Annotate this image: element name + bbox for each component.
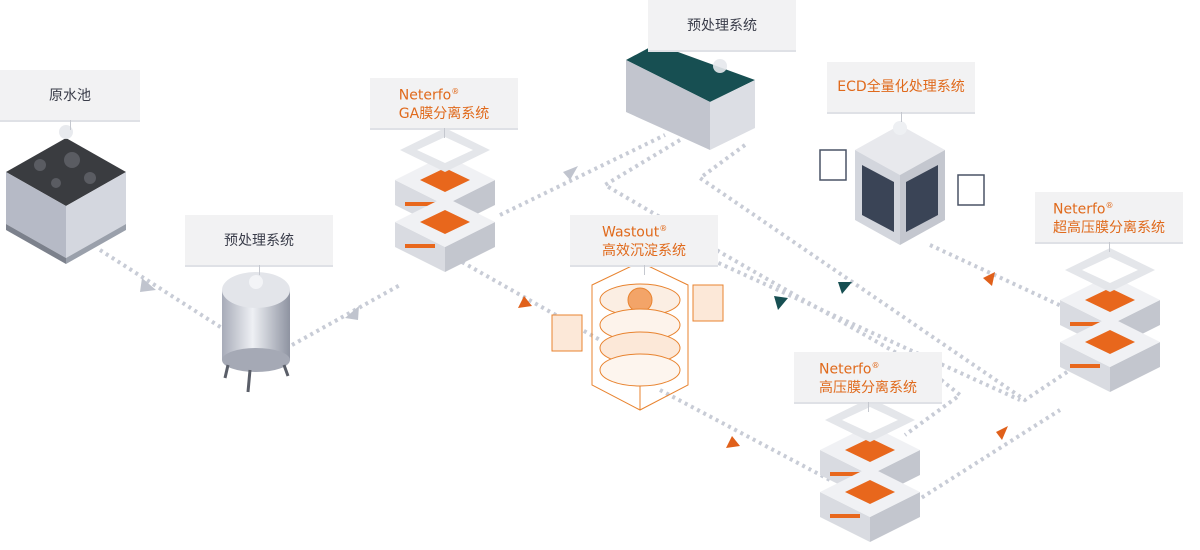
flow-pretreat2-to-loop [601, 138, 964, 437]
arrow-gray-icon [563, 166, 578, 180]
sedimentation-unit-icon [551, 261, 724, 411]
label-hp-membrane: Neterfo® 高压膜分离系统 [794, 352, 942, 412]
label-pretreat-2: 预处理系统 [648, 0, 796, 52]
uhp-title: 超高压膜分离系统 [1053, 219, 1165, 236]
arrow-gray-icon [345, 306, 359, 320]
flow-pretreat-to-ga [291, 283, 401, 347]
arrow-orange-icon [726, 436, 740, 448]
membrane-stack-icon [1060, 248, 1160, 392]
label-pretreat-1: 预处理系统 [185, 215, 333, 275]
flow-pretreat2-to-uhp [696, 143, 1072, 403]
label-raw-pool: 原水池 [0, 70, 140, 130]
membrane-stack-icon [820, 398, 920, 542]
pressure-vessel-icon [222, 272, 290, 393]
treatment-basin-icon [626, 44, 755, 150]
label-ecd: ECD全量化处理系统 [827, 62, 975, 122]
membrane-stack-icon [395, 128, 495, 272]
arrow-orange-icon [996, 426, 1008, 440]
flow-wastout-return [711, 258, 1021, 402]
wastout-title: 高效沉淀系统 [602, 242, 686, 259]
flow-ga-to-pretreat2 [499, 133, 666, 217]
ga-brand: Neterfo® [398, 87, 460, 104]
flow-ecd-to-uhp [929, 243, 1071, 312]
flow-hp-to-uhp [908, 408, 1062, 507]
arrow-gray-icon [140, 278, 156, 292]
flow-ga-to-wastout [461, 260, 601, 342]
wastout-brand: Wastout® [602, 224, 668, 241]
arrow-orange-icon [518, 296, 532, 308]
pretreat-2-title: 预处理系统 [687, 18, 757, 34]
arrow-teal-icon [838, 282, 852, 294]
flow-paths [98, 133, 1072, 507]
hp-title: 高压膜分离系统 [819, 379, 917, 396]
raw-water-tank-icon [6, 125, 126, 264]
raw-pool-title: 原水池 [49, 88, 91, 104]
arrow-teal-icon [774, 296, 788, 310]
uhp-brand: Neterfo® [1053, 201, 1114, 218]
ecd-title: ECD全量化处理系统 [837, 79, 965, 95]
pretreat-1-title: 预处理系统 [224, 233, 294, 249]
ga-title: GA膜分离系统 [398, 105, 490, 122]
hp-brand: Neterfo® [819, 361, 880, 378]
label-wastout: Wastout® 高效沉淀系统 [570, 215, 718, 275]
label-ga-membrane: Neterfo® GA膜分离系统 [370, 78, 518, 138]
label-uhp-membrane: Neterfo® 超高压膜分离系统 [1035, 192, 1183, 252]
server-cabinet-icon [819, 121, 985, 245]
arrow-orange-icon [983, 272, 995, 286]
